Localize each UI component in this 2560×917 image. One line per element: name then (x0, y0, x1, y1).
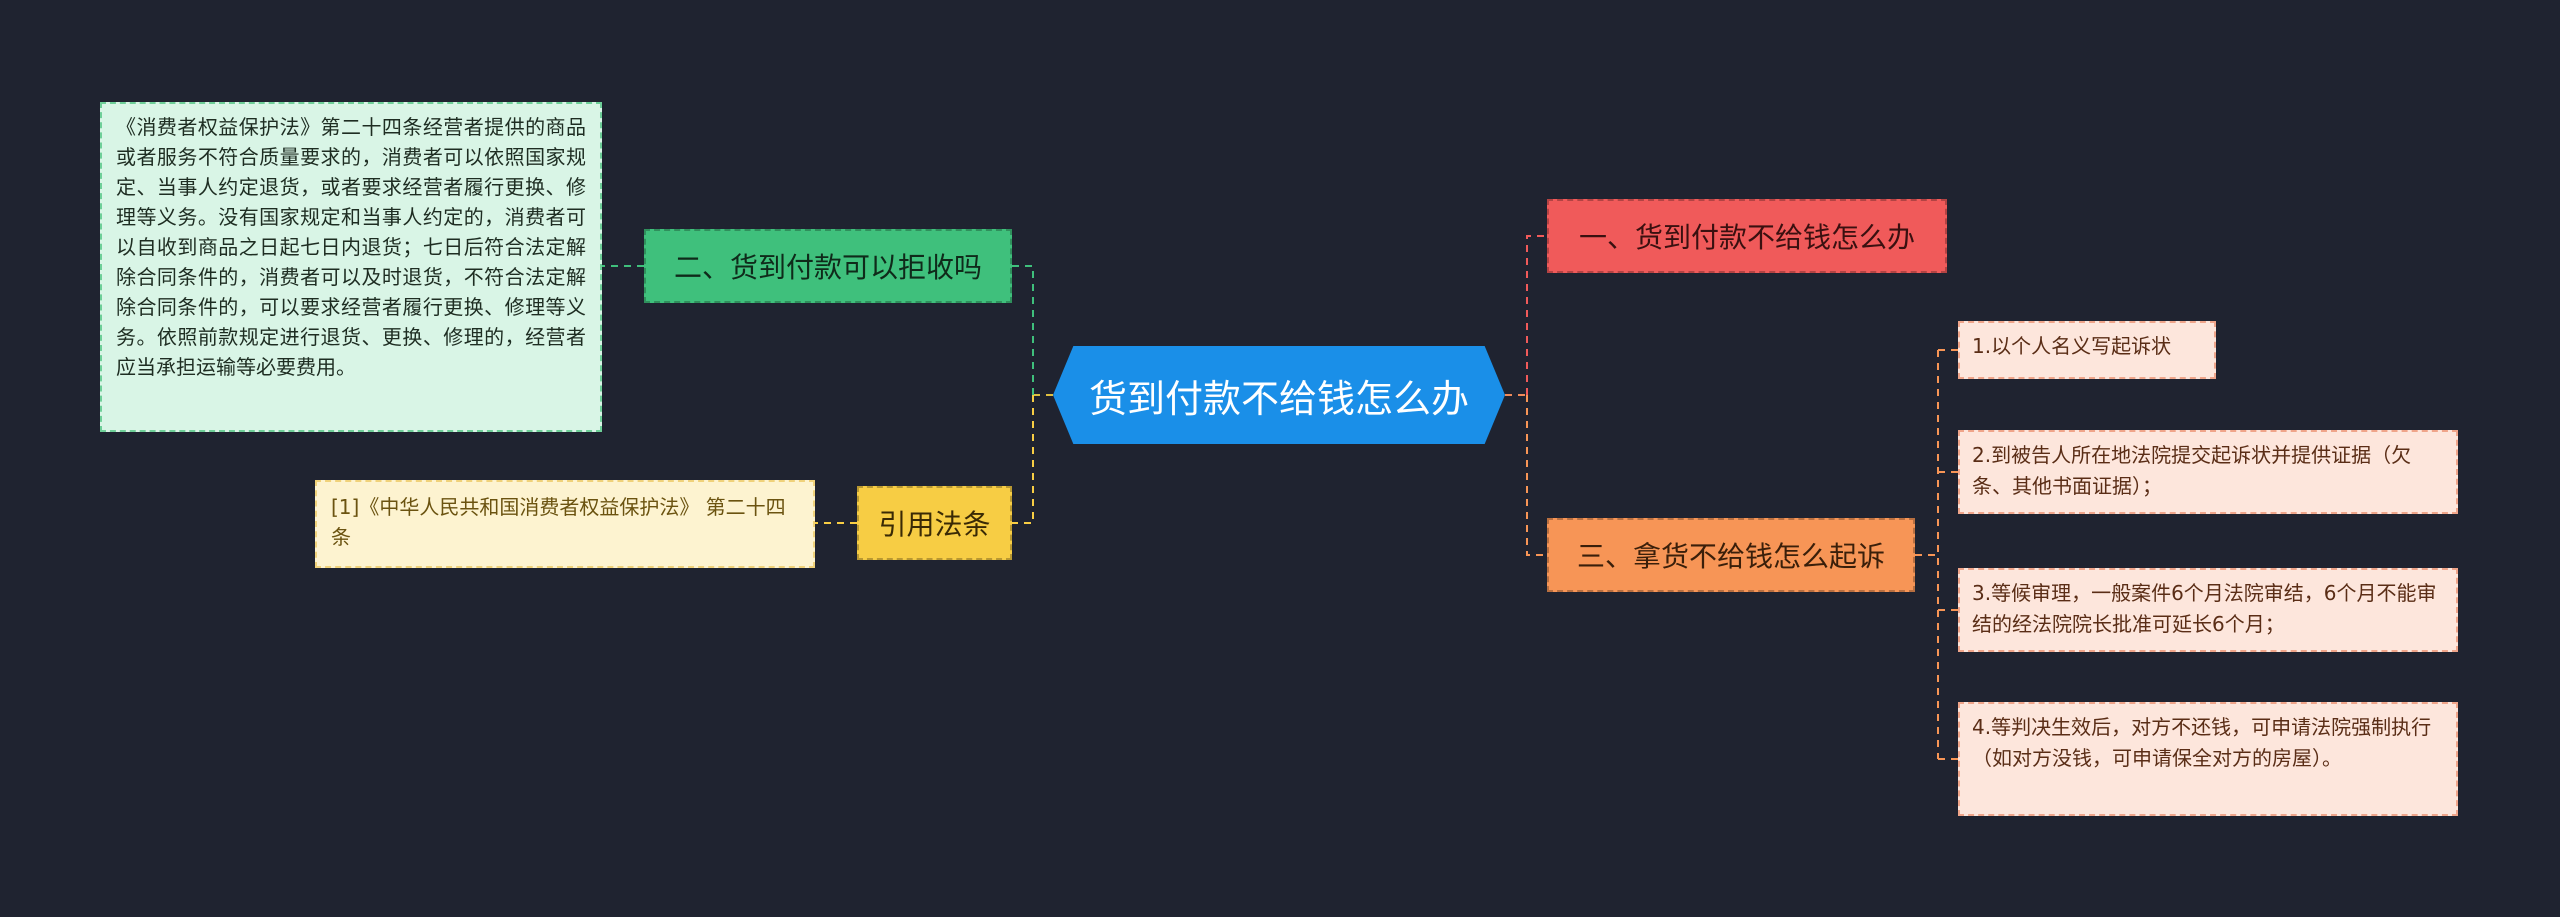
branch-citation[interactable]: 引用法条 (857, 486, 1012, 560)
branch-topic-2[interactable]: 二、货到付款可以拒收吗 (644, 229, 1012, 303)
central-topic[interactable]: 货到付款不给钱怎么办 (1053, 346, 1505, 444)
law-detail-text: 《消费者权益保护法》第二十四条经营者提供的商品或者服务不符合质量要求的，消费者可… (116, 115, 586, 379)
branch-topic-3-label: 三、拿货不给钱怎么起诉 (1576, 540, 1885, 573)
step-4-text: 4.等判决生效后，对方不还钱，可申请法院强制执行（如对方没钱，可申请保全对方的房… (1972, 715, 2432, 770)
step-4-node[interactable]: 4.等判决生效后，对方不还钱，可申请法院强制执行（如对方没钱，可申请保全对方的房… (1958, 702, 2458, 816)
connector-right-3 (1526, 395, 1547, 556)
central-topic-label: 货到付款不给钱怎么办 (1088, 376, 1469, 421)
branch-citation-label: 引用法条 (878, 508, 991, 541)
branch-topic-1[interactable]: 一、货到付款不给钱怎么办 (1547, 199, 1947, 273)
connector-leaf-1 (1937, 349, 1958, 760)
connector-left-2 (1012, 265, 1034, 395)
branch-topic-2-label: 二、货到付款可以拒收吗 (673, 251, 982, 284)
step-1-node[interactable]: 1.以个人名义写起诉状 (1958, 321, 2216, 379)
citation-detail-node[interactable]: [1]《中华人民共和国消费者权益保护法》 第二十四条 (315, 480, 815, 568)
step-1-text: 1.以个人名义写起诉状 (1972, 334, 2172, 358)
step-3-node[interactable]: 3.等候审理，一般案件6个月法院审结，6个月不能审结的经法院院长批准可延长6个月… (1958, 568, 2458, 652)
step-2-text: 2.到被告人所在地法院提交起诉状并提供证据（欠条、其他书面证据）； (1972, 443, 2412, 498)
law-detail-node[interactable]: 《消费者权益保护法》第二十四条经营者提供的商品或者服务不符合质量要求的，消费者可… (100, 102, 602, 432)
citation-detail-text: [1]《中华人民共和国消费者权益保护法》 第二十四条 (331, 495, 786, 549)
branch-topic-3[interactable]: 三、拿货不给钱怎么起诉 (1547, 518, 1915, 592)
branch-topic-1-label: 一、货到付款不给钱怎么办 (1578, 221, 1915, 254)
step-2-node[interactable]: 2.到被告人所在地法院提交起诉状并提供证据（欠条、其他书面证据）； (1958, 430, 2458, 514)
step-3-text: 3.等候审理，一般案件6个月法院审结，6个月不能审结的经法院院长批准可延长6个月… (1972, 581, 2437, 636)
connector-left-cite (1012, 395, 1034, 524)
connector-right-1 (1526, 235, 1547, 395)
